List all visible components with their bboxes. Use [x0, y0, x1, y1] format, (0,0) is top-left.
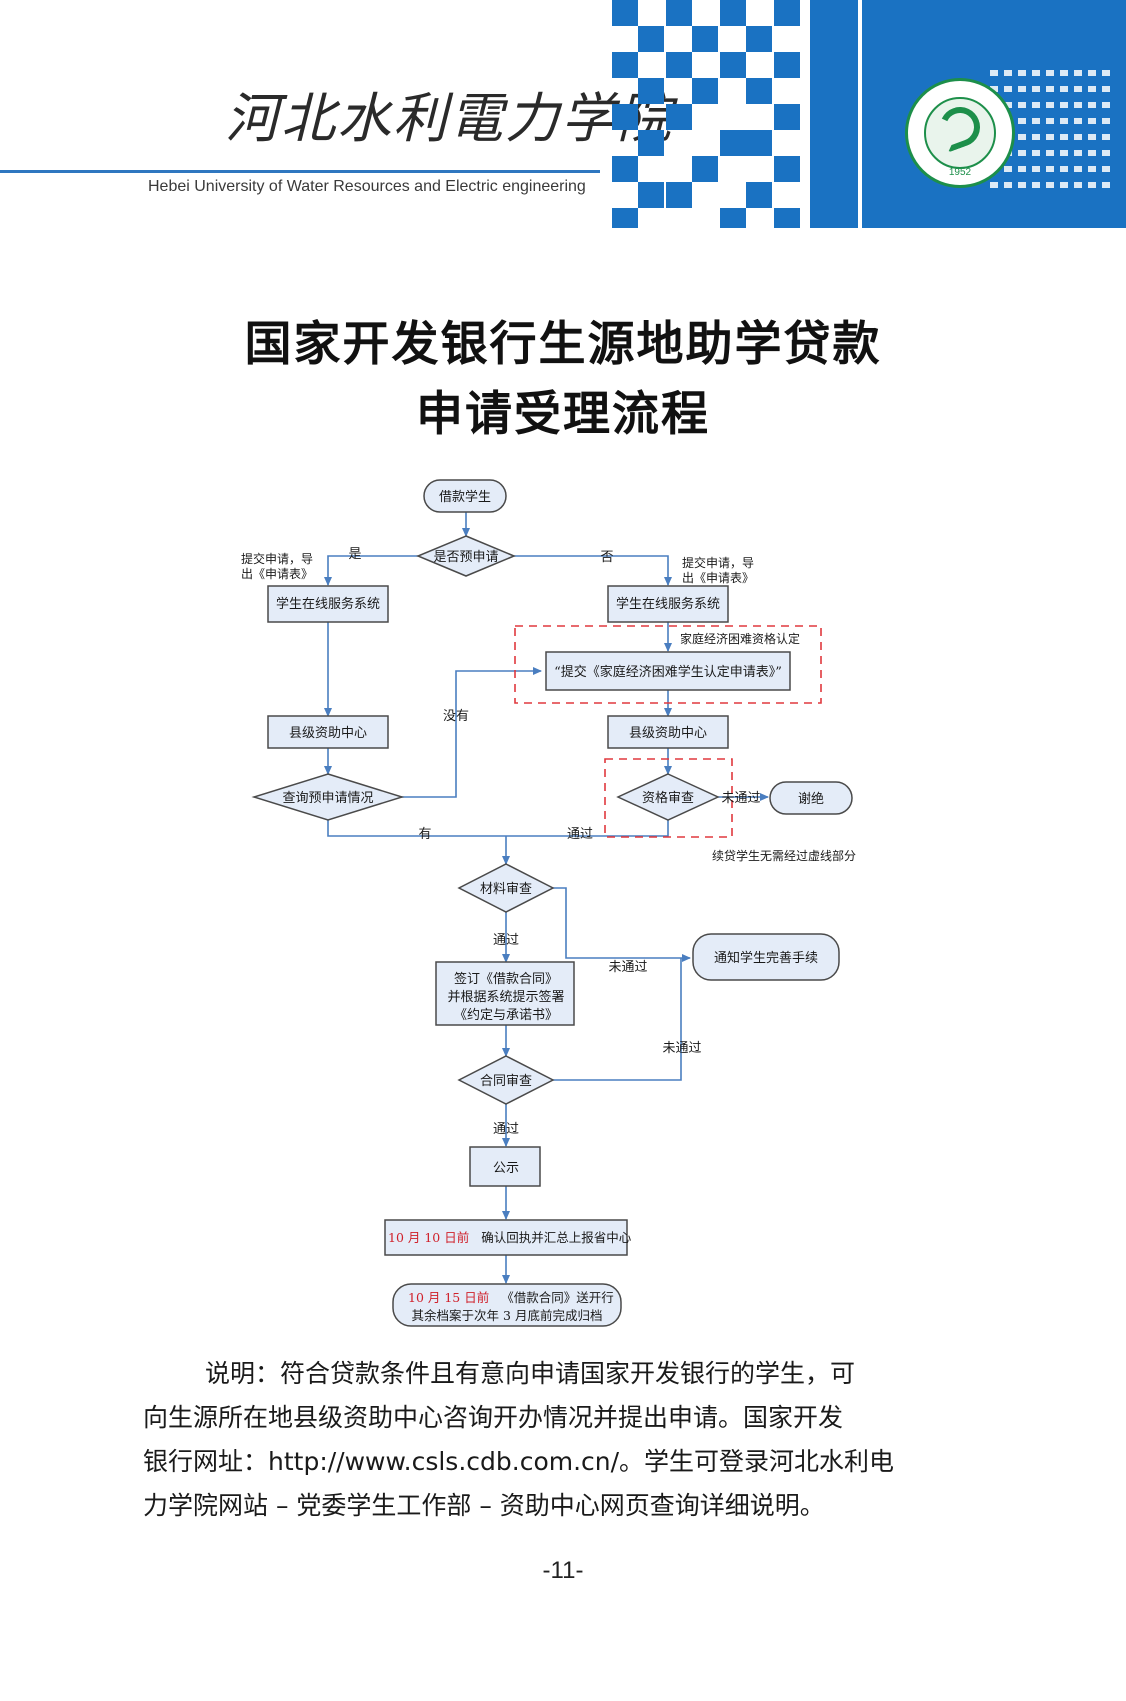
node-right-county-center: 县级资助中心	[629, 726, 707, 741]
node-family-difficulty-submit: “提交《家庭经济困难学生认定申请表》”	[554, 664, 782, 680]
edge-label-yes: 是	[348, 547, 361, 562]
node-notify-student: 通知学生完善手续	[714, 950, 818, 966]
page-number: -11-	[542, 1557, 584, 1584]
page-title-line1: 国家开发银行生源地助学贷款	[244, 317, 882, 372]
edge-label-contract-fail: 未通过	[662, 1041, 701, 1056]
left-note-line2: 出《申请表》	[241, 567, 313, 581]
renewal-note: 续贷学生无需经过虚线部分	[712, 848, 856, 863]
header-rule	[0, 170, 600, 173]
node-right-online-system: 学生在线服务系统	[616, 596, 720, 612]
description-line-1: 说明：符合贷款条件且有意向申请国家开发银行的学生，可	[205, 1359, 856, 1388]
left-note-line1: 提交申请，导	[241, 551, 313, 566]
oct15-date: 10 月 15 日前	[408, 1290, 489, 1305]
svg-text:10 月 10 日前 确认回执并汇总上报省中: 10 月 10 日前 确认回执并汇总上报省中心	[388, 1230, 632, 1245]
oct15-text: 《借款合同》送开行	[501, 1290, 614, 1305]
logo-year: 1952	[948, 167, 972, 178]
edge-label-qualify-pass: 通过	[567, 827, 593, 842]
node-left-online-system: 学生在线服务系统	[276, 596, 380, 612]
edge-label-contract-pass: 通过	[493, 1122, 519, 1137]
node-publicity: 公示	[493, 1161, 519, 1176]
svg-text:10 月 15 日前 《借款合同》送开行: 10 月 15 日前 《借款合同》送开行	[408, 1290, 614, 1305]
oct10-date: 10 月 10 日前	[388, 1230, 469, 1245]
node-material-review: 材料审查	[480, 882, 532, 897]
right-note-line2: 出《申请表》	[682, 571, 754, 585]
page-title-line2: 申请受理流程	[416, 387, 710, 442]
edge-label-material-pass: 通过	[493, 933, 519, 948]
node-contract-review: 合同审查	[480, 1074, 532, 1089]
description-line-3: 银行网址：http://www.csls.cdb.com.cn/。学生可登录河北…	[143, 1447, 895, 1476]
archive-text: 其余档案于次年 3 月底前完成归档	[412, 1308, 603, 1323]
node-start: 借款学生	[439, 489, 491, 505]
edge-label-qualify-fail: 未通过	[721, 791, 760, 806]
node-sign-contract-line1: 签订《借款合同》	[454, 971, 558, 987]
node-pre-apply-question: 是否预申请	[433, 550, 498, 565]
university-name-cn: 河北水利電力学院	[225, 87, 673, 150]
right-note-line1: 提交申请，导	[682, 555, 754, 570]
edge-label-has: 有	[418, 827, 431, 842]
family-qualification-label: 家庭经济困难资格认定	[680, 631, 800, 646]
edge-label-no: 否	[600, 550, 613, 565]
description-line-4: 力学院网站 – 党委学生工作部 – 资助中心网页查询详细说明。	[143, 1491, 825, 1520]
university-name-en: Hebei University of Water Resources and …	[148, 178, 586, 195]
oct10-text: 确认回执并汇总上报省中心	[481, 1230, 632, 1245]
logo-inner-ring	[924, 97, 996, 169]
edge-label-none: 没有	[443, 709, 469, 724]
node-sign-contract-line2: 并根据系统提示签署	[447, 989, 564, 1005]
description-paragraph: 说明：符合贷款条件且有意向申请国家开发银行的学生，可 向生源所在地县级资助中心咨…	[143, 1352, 963, 1528]
node-sign-contract-line3: 《约定与承诺书》	[454, 1008, 558, 1023]
university-logo-seal: 1952	[905, 78, 1015, 188]
node-reject: 谢绝	[798, 791, 824, 807]
description-line-2: 向生源所在地县级资助中心咨询开办情况并提出申请。国家开发	[143, 1403, 844, 1432]
node-query-pre-application: 查询预申请情况	[282, 791, 373, 806]
edge-label-material-fail: 未通过	[608, 960, 647, 975]
node-qualification-review: 资格审查	[642, 790, 694, 806]
node-left-county-center: 县级资助中心	[289, 726, 367, 741]
